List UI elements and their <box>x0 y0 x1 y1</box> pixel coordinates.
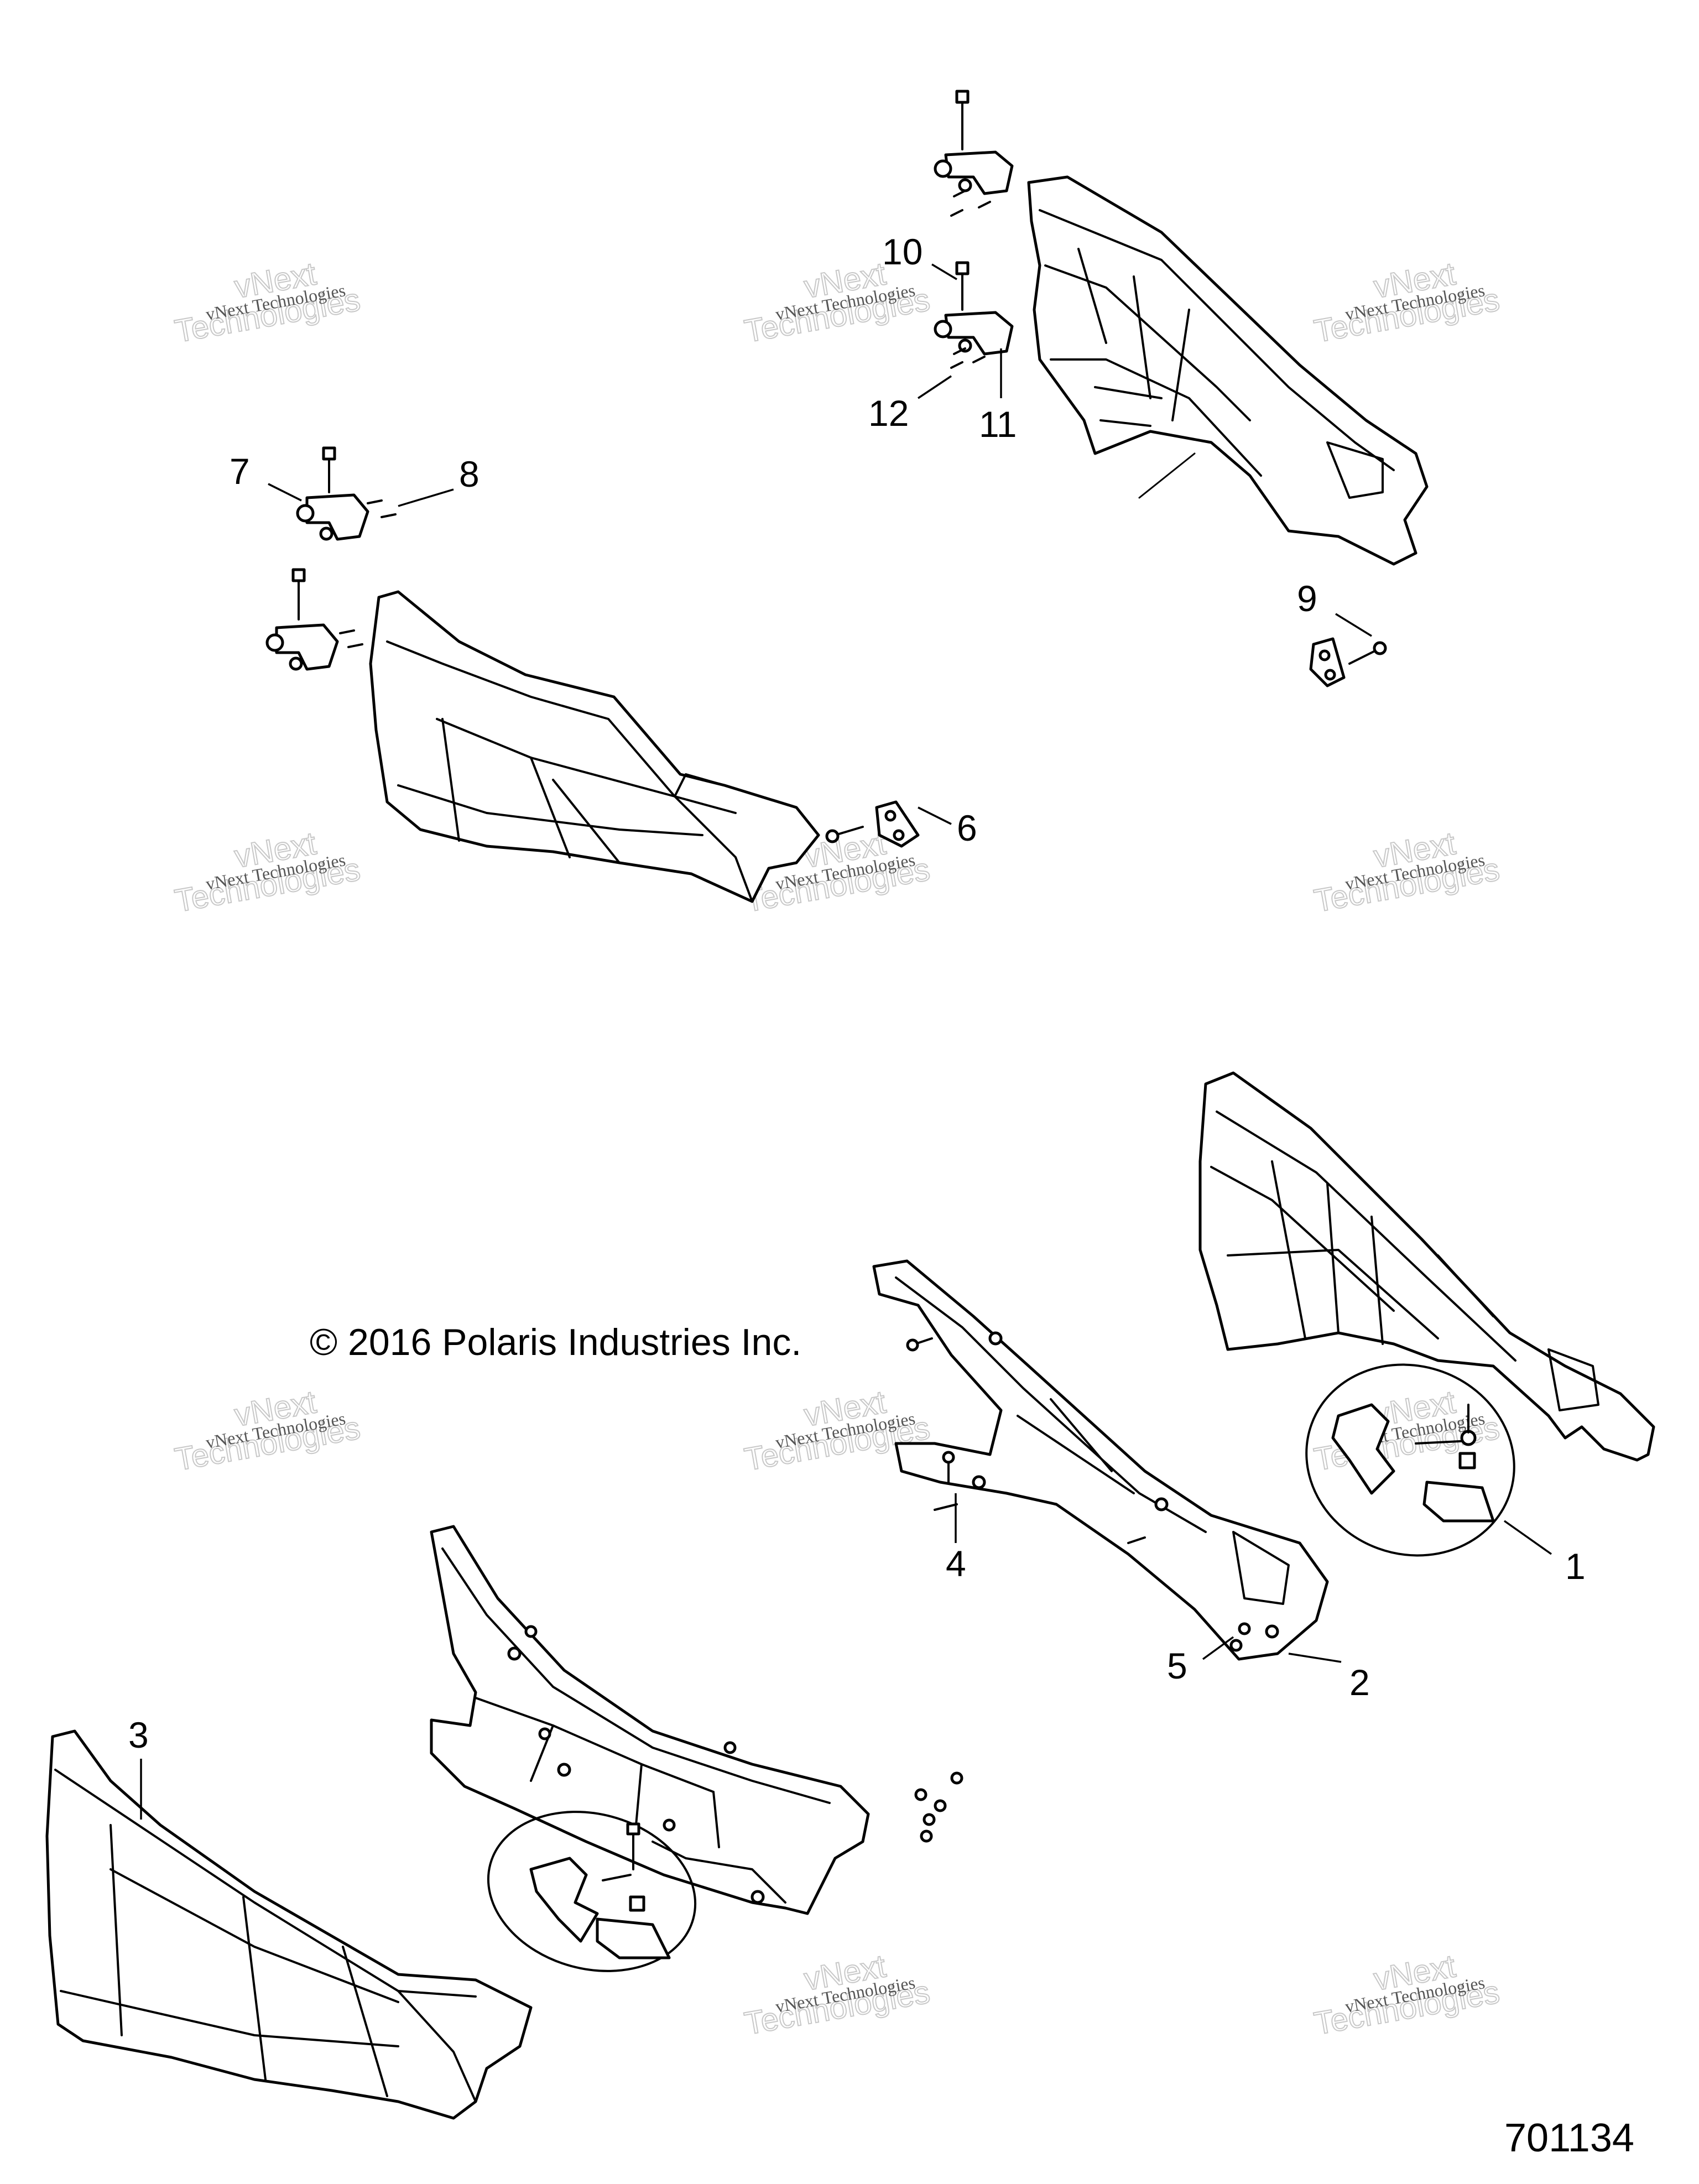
upper-hinge-assembly <box>934 90 1014 369</box>
callout-12: 12 <box>868 393 909 434</box>
callout-2: 2 <box>1349 1662 1370 1703</box>
upper-outer-door-panel <box>369 590 820 903</box>
latch-assembly-left <box>487 1811 697 1972</box>
copyright-notice: © 2016 Polaris Industries Inc. <box>310 1321 801 1363</box>
lower-outer-door-panel <box>45 1729 533 2120</box>
callout-8: 8 <box>459 454 480 494</box>
callout-7: 7 <box>230 451 250 492</box>
lower-left-screws <box>524 1625 963 1843</box>
watermark: vNext Technologies vNext Technologies <box>171 1383 363 1478</box>
lower-door-frame <box>872 1259 1329 1661</box>
watermark: vNext Technologies vNext Technologies <box>1311 255 1503 350</box>
watermark: vNext Technologies vNext Technologies <box>171 825 363 920</box>
watermark: vNext Technologies vNext Technologies <box>741 1947 933 2042</box>
callout-4: 4 <box>946 1543 966 1584</box>
watermark: vNext Technologies vNext Technologies <box>1311 1947 1503 2042</box>
callout-11: 11 <box>979 404 1017 445</box>
watermark: vNext Technologies vNext Technologies <box>1311 825 1503 920</box>
callout-1: 1 <box>1565 1546 1586 1587</box>
lower-door-frame-left <box>430 1525 870 1915</box>
striker-plate-right <box>1309 637 1387 687</box>
watermark: vNext Technologies vNext Technologies <box>171 255 363 350</box>
lower-inner-door-panel <box>1198 1071 1655 1462</box>
left-hinge-assembly <box>265 446 397 671</box>
callout-3: 3 <box>128 1714 149 1755</box>
diagram-reference-number: 701134 <box>1504 2116 1634 2160</box>
callout-6: 6 <box>957 807 977 848</box>
upper-inner-door-panel <box>1027 175 1429 566</box>
callout-10: 10 <box>882 231 923 272</box>
callout-9: 9 <box>1297 578 1317 619</box>
latch-assembly-right <box>1305 1363 1515 1557</box>
striker-plate-left <box>825 800 920 848</box>
lower-screws <box>906 1337 1251 1652</box>
callout-5: 5 <box>1167 1645 1187 1686</box>
